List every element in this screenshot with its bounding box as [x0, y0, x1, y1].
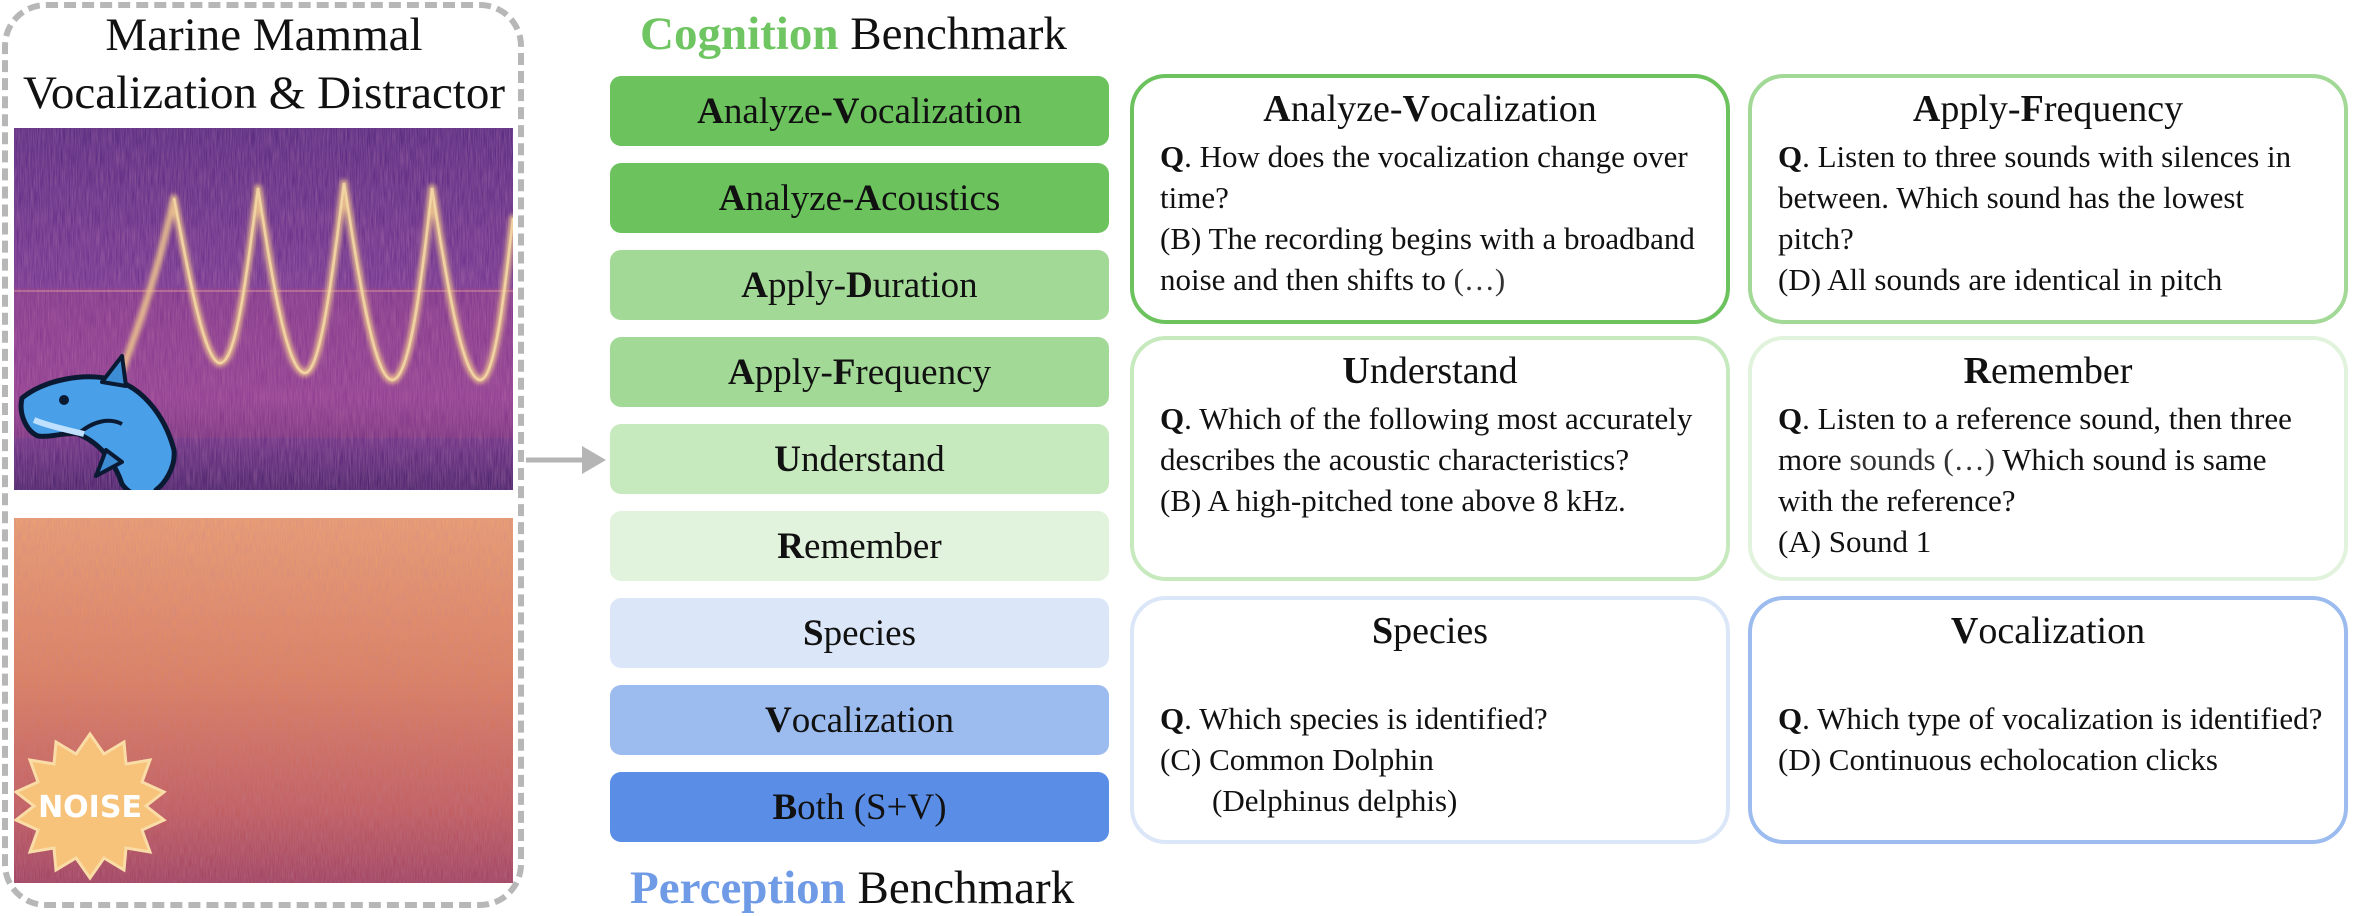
answer: (D) All sounds are identical in pitch [1778, 262, 2223, 297]
bar-initial: F [832, 351, 856, 393]
input-title-line2: Vocalization & Distractor [22, 67, 506, 119]
question: Q. Which species is identified? [1160, 701, 1548, 736]
card-body: Q. How does the vocalization change over… [1160, 136, 1706, 300]
card-title: Vocalization [1950, 610, 2146, 652]
bar-initial: V [764, 699, 792, 741]
bar-text: uration [872, 264, 978, 306]
bar-initial: R [777, 525, 805, 567]
bar-initial: A [697, 90, 724, 132]
question: Q. Listen to a reference sound, then thr… [1778, 401, 2292, 518]
card-title: Analyze-Vocalization [1263, 88, 1597, 130]
card-body: Q. Which species is identified? (C) Comm… [1160, 698, 1706, 821]
card-title: Understand [1342, 350, 1518, 392]
bar-initial: A [854, 177, 882, 219]
question: Q. Listen to three sounds with silences … [1778, 139, 2292, 256]
input-title-line1: Marine Mammal [105, 9, 423, 61]
card-body: Q. Which type of vocalization is identif… [1778, 698, 2324, 780]
question: Q. Which type of vocalization is identif… [1778, 701, 2323, 736]
card-apply-frequency: Apply-Frequency Q. Listen to three sound… [1748, 74, 2348, 324]
bar-initial: A [718, 177, 746, 219]
perception-benchmark-word: Benchmark [845, 862, 1075, 914]
question: Q. Which of the following most accuratel… [1160, 401, 1693, 477]
bar-text: coustics [881, 177, 1001, 219]
bar-text: ocalization [859, 90, 1022, 132]
bar-text: nalyze- [723, 90, 833, 132]
bar-text: nalyze- [745, 177, 855, 219]
bar-initial: D [846, 264, 873, 306]
bar-initial: U [774, 438, 801, 480]
answer: (D) Continuous echolocation clicks [1778, 742, 2218, 777]
bar-text: oth (S+V) [797, 786, 947, 828]
noise-burst-icon: NOISE [14, 731, 167, 881]
bar-initial: B [772, 786, 798, 828]
card-understand: Understand Q. Which of the following mos… [1130, 336, 1730, 581]
bar-text: requency [855, 351, 992, 393]
bar-text: pecies [823, 612, 917, 654]
dolphin-icon [18, 354, 177, 490]
cognition-benchmark-title: Cognition Benchmark [640, 6, 1067, 62]
input-panel [2, 2, 524, 908]
question: Q. How does the vocalization change over… [1160, 139, 1688, 215]
card-title: Species [1371, 610, 1489, 652]
bar-initial: A [741, 264, 769, 306]
noise-spectrogram: NOISE [14, 518, 513, 883]
answer: (B) The recording begins with a broadban… [1160, 221, 1695, 297]
cognition-benchmark-word: Benchmark [838, 8, 1067, 60]
bar-text: ocalization [791, 699, 955, 741]
flow-arrow [526, 446, 606, 474]
card-vocalization: Vocalization Q. Which type of vocalizati… [1748, 596, 2348, 844]
bar-initial: V [832, 90, 860, 132]
answer: (C) Common Dolphin [1160, 742, 1434, 777]
card-body: Q. Listen to a reference sound, then thr… [1778, 398, 2324, 562]
card-body: Q. Which of the following most accuratel… [1160, 398, 1706, 521]
cognition-word: Cognition [640, 8, 839, 60]
bar-initial: A [727, 351, 755, 393]
perception-word: Perception [630, 862, 846, 914]
card-species: Species Q. Which species is identified? … [1130, 596, 1730, 844]
card-body: Q. Listen to three sounds with silences … [1778, 136, 2324, 300]
bar-text: pply- [768, 264, 847, 306]
answer: (B) A high-pitched tone above 8 kHz. [1160, 483, 1626, 518]
bar-text: pply- [754, 351, 833, 393]
bar-initial: S [802, 612, 824, 654]
answer: (A) Sound 1 [1778, 524, 1932, 559]
vocalization-spectrogram [14, 128, 513, 490]
card-title: Apply-Frequency [1912, 88, 2184, 130]
perception-benchmark-title: Perception Benchmark [630, 860, 1074, 916]
bar-text: emember [804, 525, 942, 567]
card-analyze-vocalization: Analyze-Vocalization Q. How does the voc… [1130, 74, 1730, 324]
card-title: Remember [1963, 350, 2133, 392]
card-remember: Remember Q. Listen to a reference sound,… [1748, 336, 2348, 581]
bar-text: nderstand [800, 438, 945, 480]
noise-badge-label: NOISE [38, 790, 142, 825]
input-panel-title: Marine Mammal Vocalization & Distractor [8, 6, 520, 122]
answer-detail: (Delphinus delphis) [1212, 783, 1458, 818]
